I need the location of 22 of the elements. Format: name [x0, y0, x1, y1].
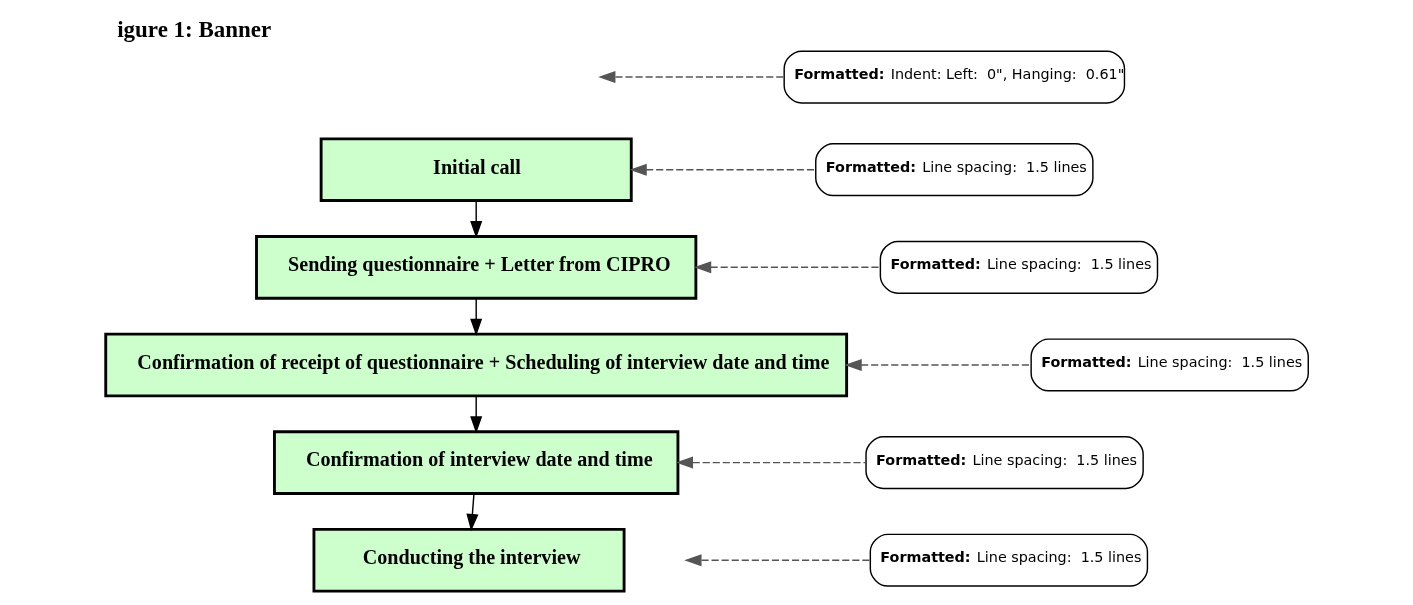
node-box: Conducting the interview: [312, 527, 625, 593]
node-box: Initial call: [319, 137, 633, 202]
arrow: [465, 492, 478, 532]
node-box: Formatted: Line spacing: 1.5 lines: [814, 143, 1094, 197]
arrow: [597, 71, 784, 84]
node-box: Formatted: Indent: Left: 0", Hanging: 0.61": [782, 50, 1125, 104]
arrow: [693, 261, 881, 274]
node-box: Formatted: Line spacing: 1.5 lines: [864, 436, 1144, 490]
arrow: [843, 358, 1032, 371]
node-box: Sending questionnaire + Letter from CIPRO: [254, 235, 697, 300]
arrow: [675, 456, 866, 469]
node-box: Confirmation of interview date and time: [272, 430, 679, 495]
diagram-title: igure 1: Banner: [116, 16, 271, 42]
arrow: [629, 163, 816, 176]
arrow: [683, 554, 870, 567]
arrow: [469, 297, 482, 336]
arrow: [469, 395, 482, 434]
arrow: [469, 199, 482, 239]
node-box: Formatted: Line spacing: 1.5 lines: [1029, 338, 1309, 392]
node-box: Formatted: Line spacing: 1.5 lines: [869, 533, 1148, 587]
node-box: Confirmation of receipt of questionnaire + Scheduling of interview date and time: [103, 332, 848, 398]
node-box: Formatted: Line spacing: 1.5 lines: [879, 240, 1158, 294]
